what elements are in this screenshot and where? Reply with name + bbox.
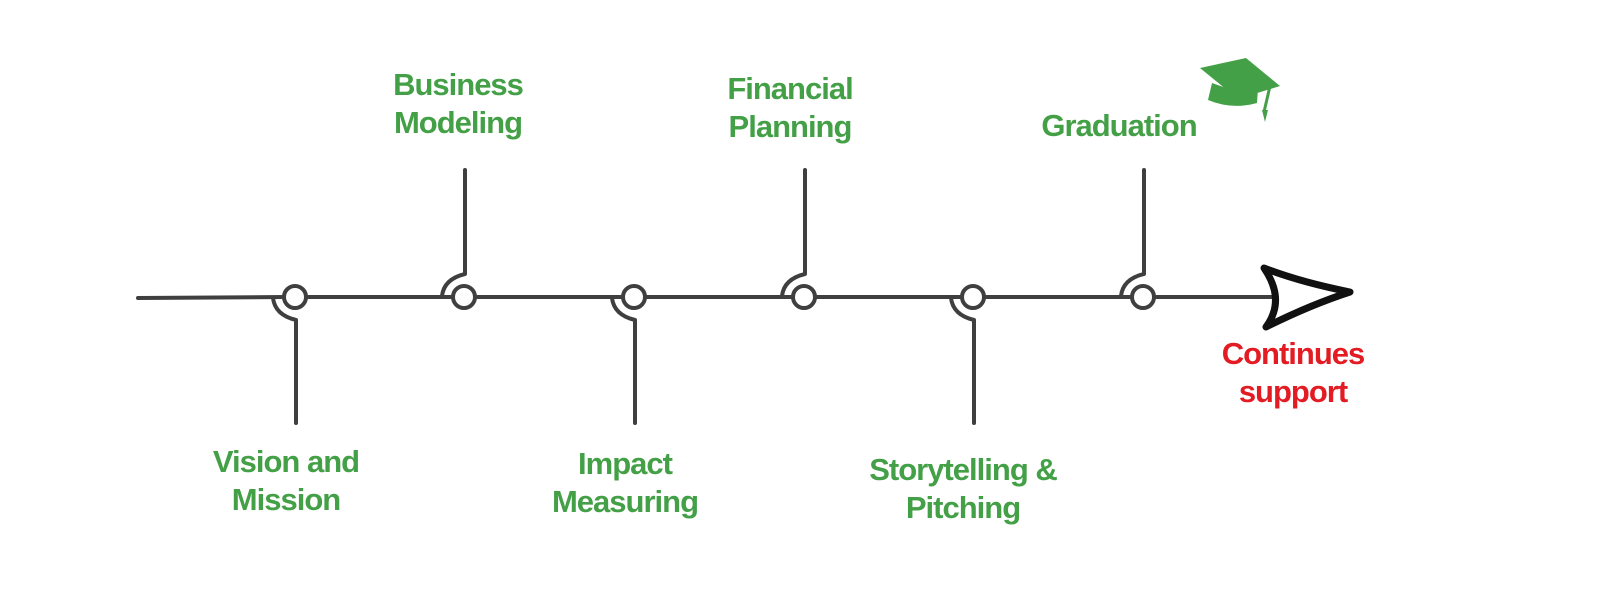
arrow-head-icon xyxy=(1260,264,1354,331)
cap-tassel-cord xyxy=(1262,85,1272,113)
stage-connector xyxy=(610,296,637,425)
stage-node xyxy=(1130,284,1156,310)
timeline-nodes xyxy=(282,284,1156,310)
cap-tassel xyxy=(1262,110,1268,122)
stage-label-graduation: Graduation xyxy=(1041,108,1197,143)
stage-connector xyxy=(949,296,976,425)
stage-node xyxy=(282,284,308,310)
timeline-main-line xyxy=(136,295,1274,300)
arrow-head-shape xyxy=(1260,264,1354,331)
stage-connector xyxy=(780,168,807,298)
cap-board xyxy=(1200,58,1280,99)
graduation-cap-icon xyxy=(1200,58,1280,122)
stage-label-storytelling-pitching: Storytelling &Pitching xyxy=(869,452,1058,525)
stage-node xyxy=(451,284,477,310)
stage-connector xyxy=(271,296,298,425)
cap-base xyxy=(1208,83,1258,106)
stage-node xyxy=(960,284,986,310)
stage-node xyxy=(621,284,647,310)
stage-connector xyxy=(1119,168,1146,298)
timeline-lines xyxy=(136,168,1274,425)
stage-node xyxy=(791,284,817,310)
stage-connector xyxy=(440,168,467,298)
